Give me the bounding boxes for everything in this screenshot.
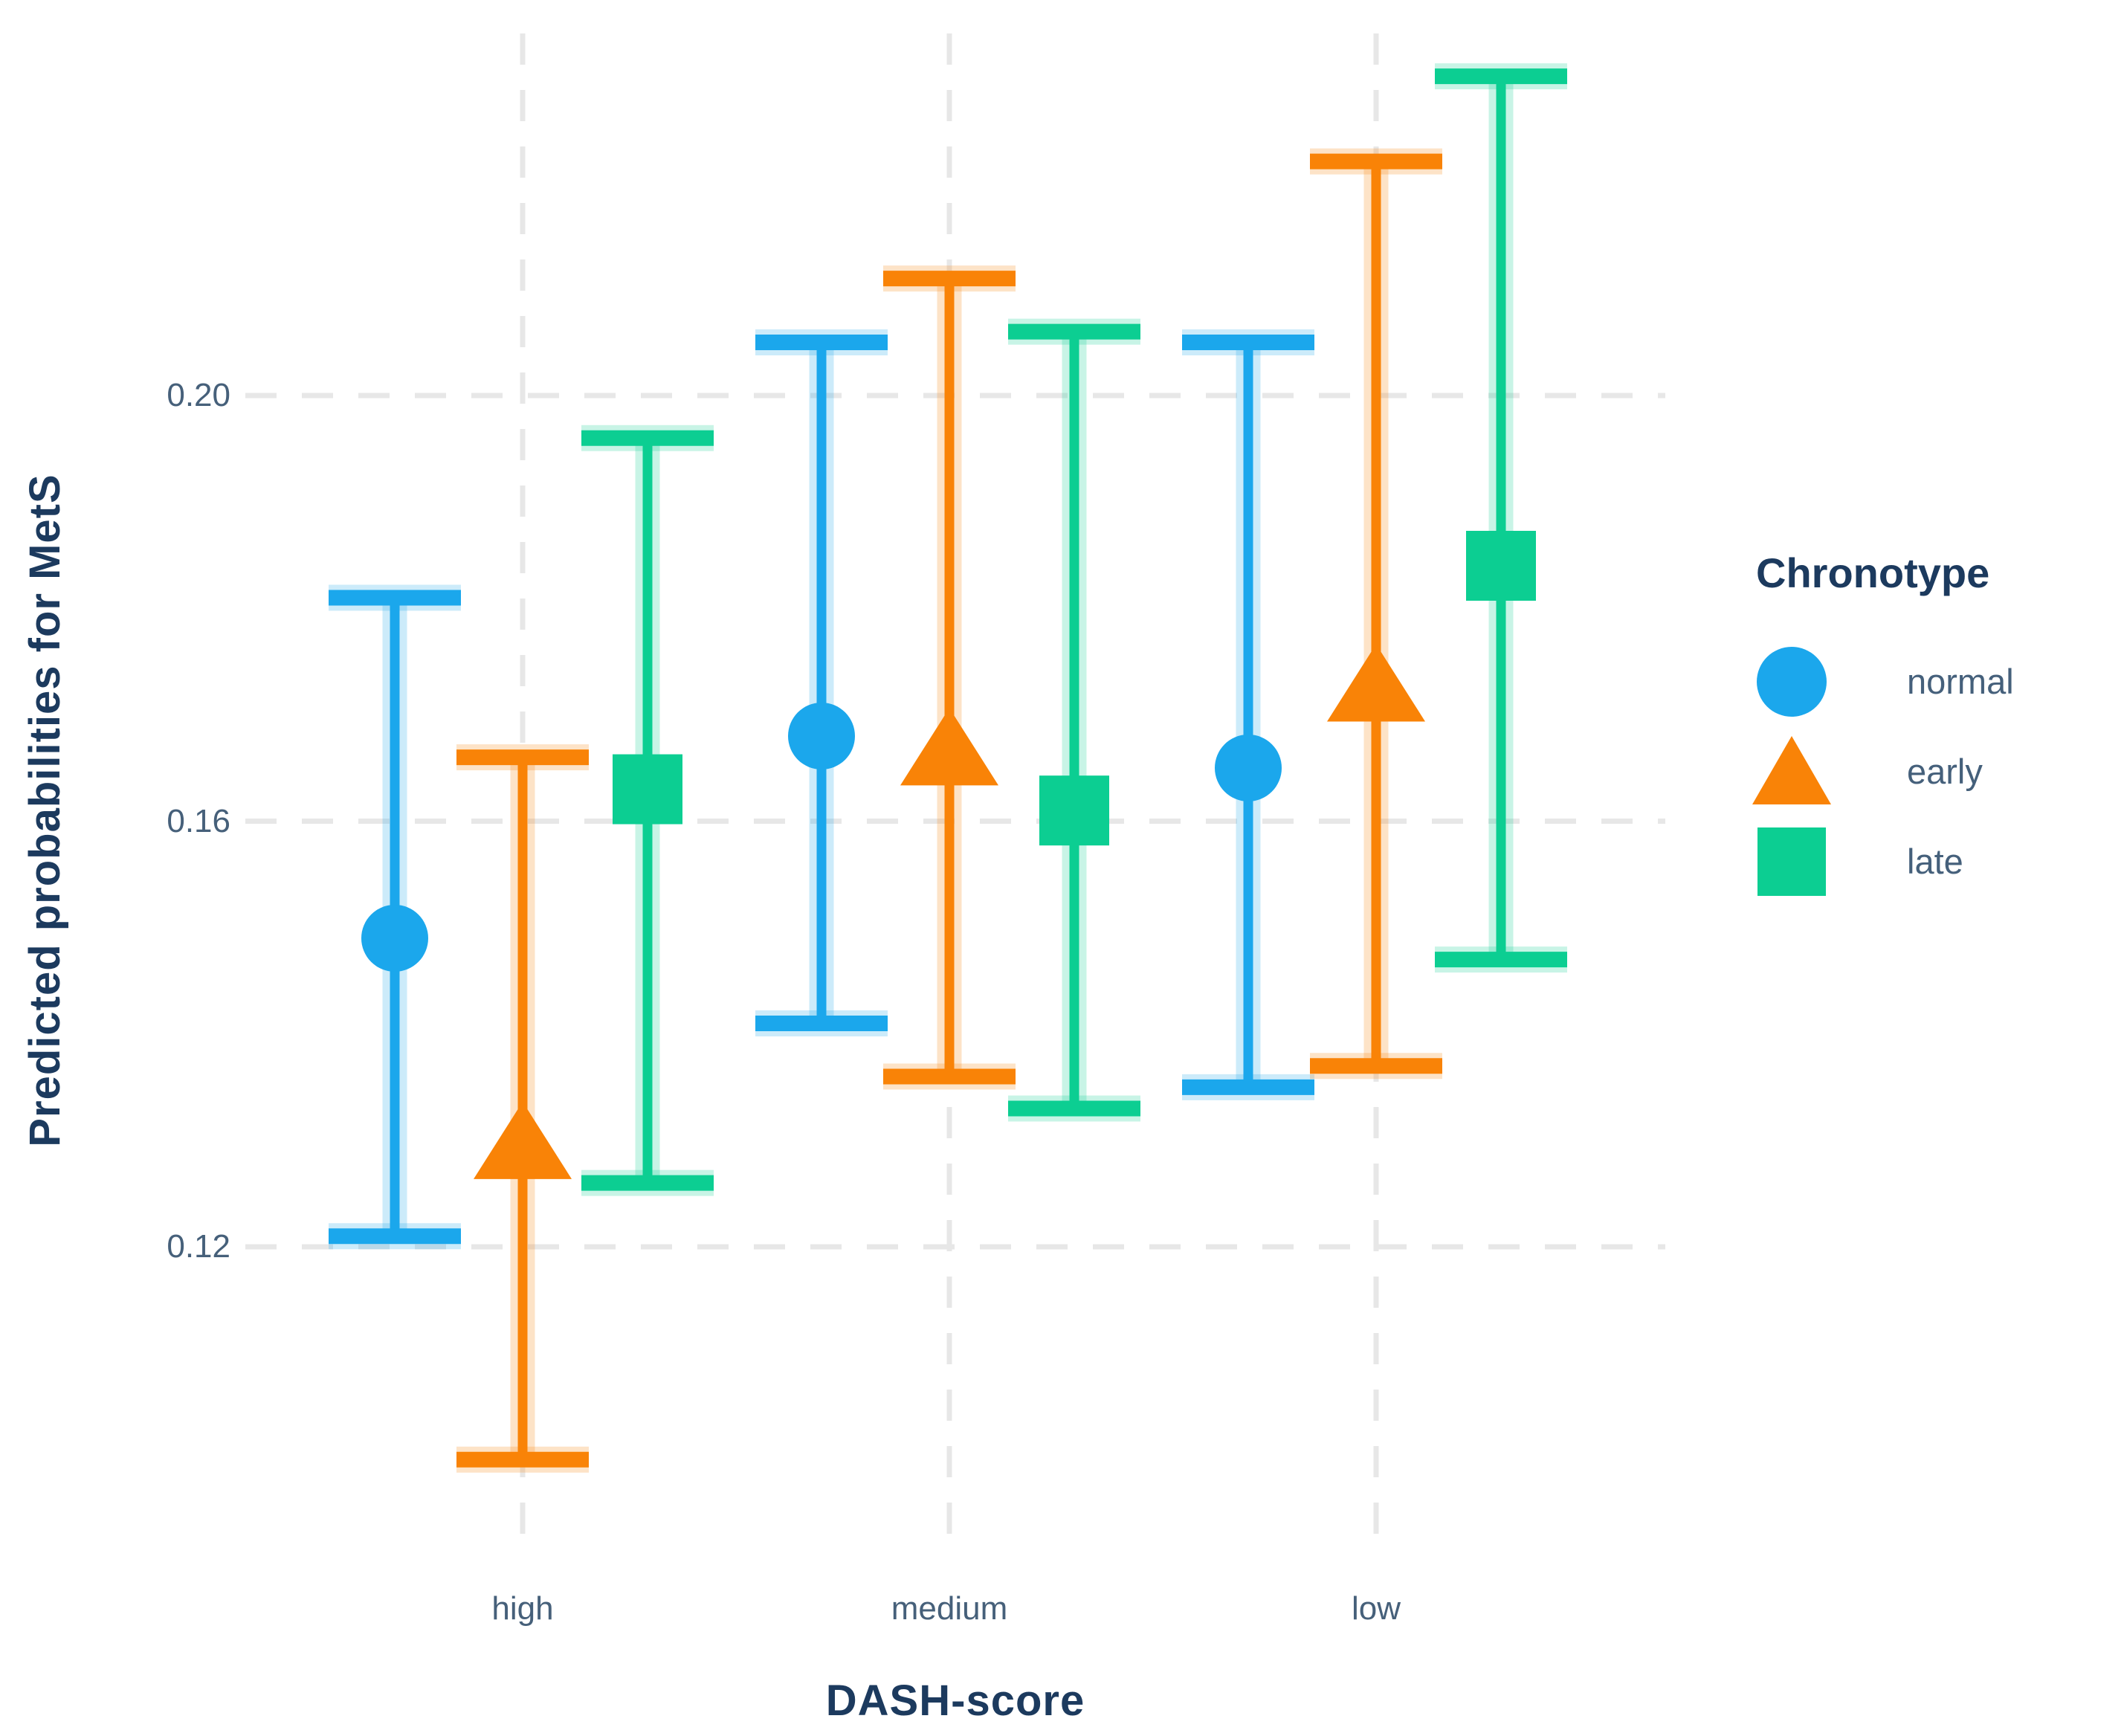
y-tick-label: 0.16: [167, 802, 230, 839]
legend-item-label: early: [1907, 752, 1983, 791]
series-normal: [329, 329, 1314, 1250]
circle-marker-icon: [1757, 646, 1827, 717]
series-early: [456, 148, 1442, 1473]
legend-item-label: late: [1907, 842, 1963, 881]
y-tick-label: 0.12: [167, 1228, 230, 1265]
legend: Chronotype normal early late: [1740, 549, 2119, 906]
square-marker-icon: [1757, 827, 1826, 896]
x-category-label: medium: [891, 1590, 1008, 1627]
series-late: [581, 63, 1567, 1196]
y-axis-title: Predicted probabilities for MetS: [21, 474, 69, 1147]
x-category-label: low: [1351, 1590, 1401, 1627]
legend-item-label: normal: [1907, 662, 2014, 701]
legend-title: Chronotype: [1756, 549, 1990, 596]
legend-item: normal: [1740, 636, 2119, 726]
y-tick-label: 0.20: [167, 377, 230, 413]
triangle-marker-icon: [1752, 735, 1831, 804]
legend-item: early: [1740, 726, 2119, 816]
x-axis-title: DASH-score: [825, 1677, 1085, 1725]
legend-item: late: [1740, 816, 2119, 906]
x-category-label: high: [491, 1590, 554, 1627]
